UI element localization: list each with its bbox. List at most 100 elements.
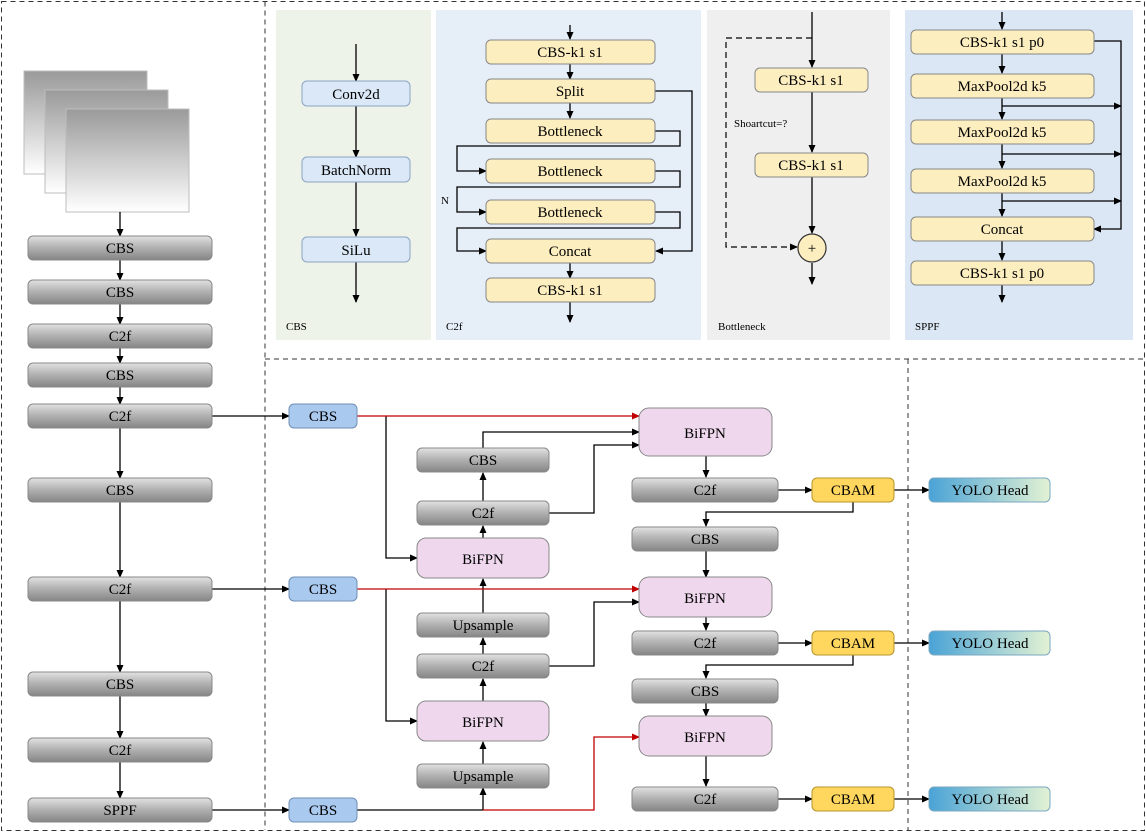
c2f-n-label: N — [441, 195, 449, 207]
yolo-head-label: YOLO Head — [951, 792, 1029, 808]
right-c2f-3-label: C2f — [694, 792, 717, 808]
cbam-label: CBAM — [831, 792, 875, 808]
panel-bottleneck-caption: Bottleneck — [718, 321, 766, 333]
backbone-node: CBS — [27, 671, 213, 697]
c2f-node: Concat — [485, 238, 656, 264]
right-bifpn-1: BiFPN — [638, 407, 773, 457]
cbam-modules: CBAM CBAM CBAM — [811, 477, 895, 812]
sppf-node: MaxPool2d k5 — [910, 168, 1095, 194]
mid-c2f-top: C2f — [416, 500, 550, 526]
sppf-node: CBS-k1 s1 p0 — [910, 29, 1095, 55]
cbam-label: CBAM — [831, 483, 875, 499]
bottleneck-add-node — [797, 233, 827, 263]
right-cbs-2-label: CBS — [691, 684, 719, 700]
mid-bifpn-mid: BiFPN — [416, 700, 550, 742]
mid-upsample-bottom-label: Upsample — [453, 769, 514, 785]
cbs-silu-label: SiLu — [341, 243, 371, 259]
panel-sppf: CBS-k1 s1 p0 MaxPool2d k5 MaxPool2d k5 M… — [910, 29, 1095, 333]
cbs-conv2d-label: Conv2d — [332, 87, 380, 103]
backbone-node: CBS — [27, 235, 213, 261]
lateral-cbs: CBS — [288, 403, 358, 429]
mid-upsample-top-label: Upsample — [453, 618, 514, 634]
backbone-node-label: C2f — [109, 329, 132, 345]
c2f-node-label: CBS-k1 s1 — [537, 283, 602, 299]
yolo-head: YOLO Head — [928, 786, 1051, 812]
backbone-node-label: SPPF — [103, 803, 136, 819]
panel-c2f: CBS-k1 s1 Split Bottleneck Bottleneck Bo… — [441, 39, 656, 333]
neck-lateral: CBS CBS CBS — [288, 403, 358, 823]
sppf-node-label: MaxPool2d k5 — [958, 125, 1047, 141]
sppf-node-label: Concat — [981, 222, 1024, 238]
lateral-cbs-label: CBS — [309, 582, 337, 598]
neck-middle: CBS C2f BiFPN Upsample C2f BiFPN Upsampl… — [416, 447, 550, 789]
mid-c2f-mid-label: C2f — [472, 659, 495, 675]
yolo-head-label: YOLO Head — [951, 636, 1029, 652]
mid-upsample-bottom: Upsample — [416, 763, 550, 789]
bottleneck-shortcut-line — [725, 37, 812, 251]
sppf-node: CBS-k1 s1 p0 — [910, 260, 1095, 286]
mid-c2f-mid: C2f — [416, 653, 550, 679]
c2f-node-label: Bottleneck — [538, 205, 603, 221]
backbone-node-label: CBS — [106, 677, 134, 693]
bottleneck-node-label: CBS-k1 s1 — [778, 73, 843, 89]
backbone-node: C2f — [27, 403, 213, 429]
red-connections — [357, 412, 640, 811]
backbone-node-label: C2f — [109, 409, 132, 425]
right-cbs-1: CBS — [631, 526, 779, 552]
right-c2f-1-label: C2f — [694, 483, 717, 499]
right-bifpn-1-label: BiFPN — [684, 426, 726, 442]
panel-bottleneck: CBS-k1 s1 CBS-k1 s1 Shoartcut=? Bottlene… — [718, 67, 869, 333]
c2f-node: CBS-k1 s1 — [485, 277, 656, 303]
panel-cbs: Conv2d BatchNorm SiLu CBS — [286, 80, 411, 333]
backbone-node: C2f — [27, 737, 213, 763]
backbone-node-label: C2f — [109, 743, 132, 759]
c2f-node: CBS-k1 s1 — [485, 39, 656, 65]
yolo-heads: YOLO Head YOLO Head YOLO Head — [928, 477, 1051, 812]
cbam-node: CBAM — [811, 630, 895, 656]
c2f-node-label: Bottleneck — [538, 164, 603, 180]
c2f-node: Bottleneck — [485, 158, 656, 184]
cbs-conv2d-node: Conv2d — [301, 80, 411, 107]
c2f-node: Bottleneck — [485, 199, 656, 225]
c2f-node-label: Bottleneck — [538, 124, 603, 140]
right-c2f-2-label: C2f — [694, 636, 717, 652]
bottleneck-shortcut-label: Shoartcut=? — [734, 118, 787, 130]
c2f-node-label: Split — [556, 84, 585, 100]
mid-bifpn-top-label: BiFPN — [462, 552, 504, 568]
yolo-head: YOLO Head — [928, 477, 1051, 503]
input-image-stack — [23, 70, 190, 213]
backbone-node: CBS — [27, 279, 213, 305]
lateral-cbs-label: CBS — [309, 803, 337, 819]
bottleneck-node: CBS-k1 s1 — [754, 67, 869, 93]
sppf-node-label: MaxPool2d k5 — [958, 79, 1047, 95]
bottleneck-add-symbol: + — [808, 241, 816, 257]
cbam-node: CBAM — [811, 786, 895, 812]
c2f-node: Split — [485, 78, 656, 104]
c2f-node-label: Concat — [549, 244, 592, 260]
bottleneck-node-label: CBS-k1 s1 — [778, 158, 843, 174]
bottleneck-node: CBS-k1 s1 — [754, 152, 869, 178]
backbone-node-label: CBS — [106, 368, 134, 384]
sppf-node: Concat — [910, 216, 1095, 242]
mid-bifpn-mid-label: BiFPN — [462, 715, 504, 731]
mid-c2f-top-label: C2f — [472, 506, 495, 522]
sppf-node-label: CBS-k1 s1 p0 — [960, 266, 1044, 282]
lateral-cbs-label: CBS — [309, 409, 337, 425]
backbone-node: C2f — [27, 323, 213, 349]
backbone-node: C2f — [27, 576, 213, 602]
backbone-node: SPPF — [27, 797, 213, 823]
backbone-node-label: CBS — [106, 483, 134, 499]
cbs-batchnorm-label: BatchNorm — [321, 163, 391, 179]
right-c2f-1: C2f — [631, 477, 779, 503]
cbs-silu-node: SiLu — [301, 236, 411, 263]
right-c2f-3: C2f — [631, 786, 779, 812]
right-bifpn-2: BiFPN — [638, 576, 773, 618]
right-bifpn-3-label: BiFPN — [684, 730, 726, 746]
yolo-head: YOLO Head — [928, 630, 1051, 656]
mid-upsample-top: Upsample — [416, 612, 550, 638]
right-cbs-2: CBS — [631, 678, 779, 704]
backbone: CBS CBS C2f CBS C2f CBS C2f CBS C2f SPPF — [27, 235, 213, 823]
right-bifpn-3: BiFPN — [638, 715, 773, 757]
lateral-cbs: CBS — [288, 797, 358, 823]
